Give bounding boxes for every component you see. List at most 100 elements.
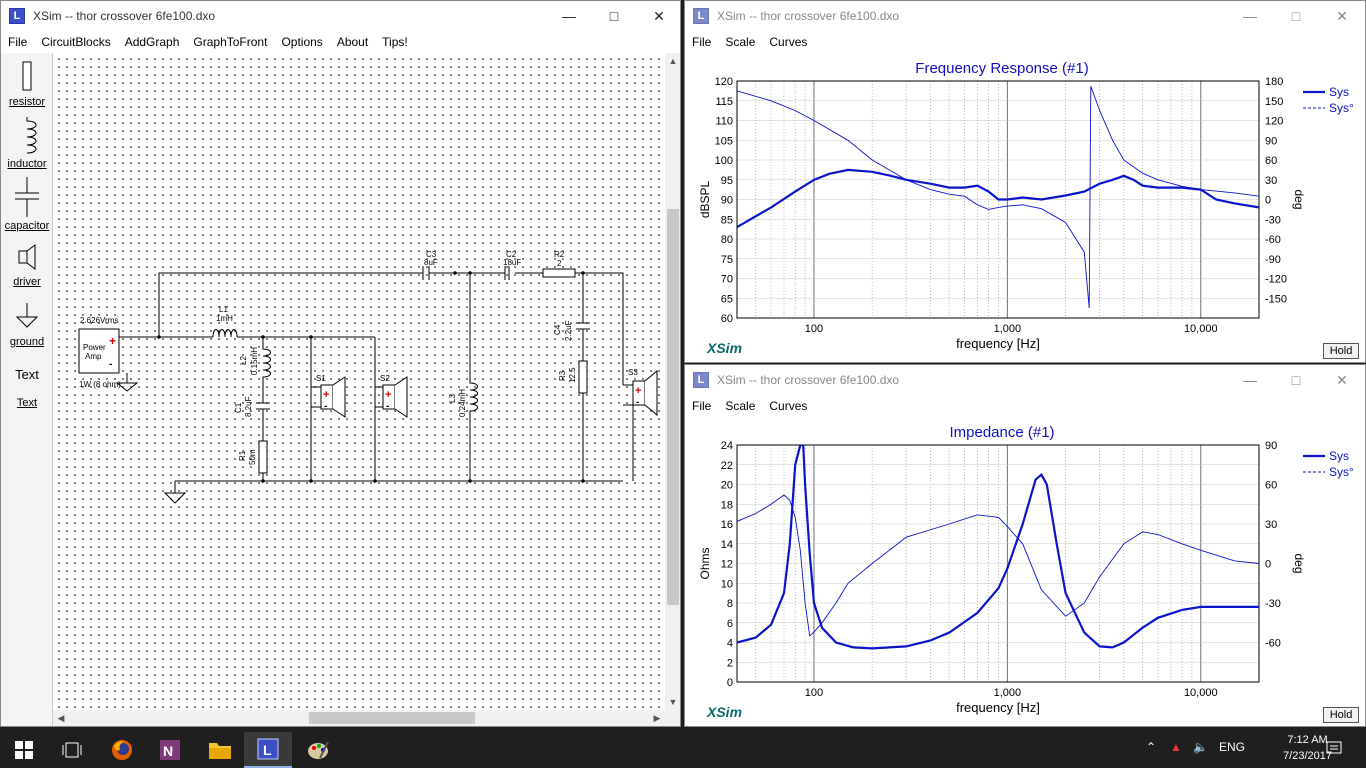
minimize-button[interactable]: — [1243, 372, 1257, 388]
maximize-button[interactable]: □ [1291, 8, 1301, 24]
y-tick-label: 14 [721, 539, 733, 551]
scroll-left-arrow[interactable]: ◀ [57, 713, 65, 723]
tool-driver[interactable]: driver [1, 243, 53, 288]
speaker-s1[interactable]: + - [320, 376, 346, 418]
imp-window-title: XSim -- thor crossover 6fe100.dxo [717, 373, 900, 387]
vertical-scroll-thumb[interactable] [667, 209, 679, 605]
notifications-icon[interactable] [1326, 740, 1342, 756]
show-hidden-icons[interactable]: ⌃ [1146, 740, 1157, 754]
firefox-button[interactable] [98, 732, 146, 768]
scroll-right-arrow[interactable]: ▶ [653, 713, 661, 723]
legend-label-phase: Sys° [1329, 465, 1354, 479]
y-tick-label: 20 [721, 480, 733, 492]
menu-tips[interactable]: Tips! [382, 35, 408, 49]
close-button[interactable]: ✕ [1336, 7, 1348, 24]
start-button[interactable] [0, 732, 48, 768]
svg-text:N: N [163, 743, 173, 759]
freq-titlebar[interactable]: L XSim -- thor crossover 6fe100.dxo — □ … [685, 1, 1365, 31]
scroll-up-arrow[interactable]: ▲ [668, 56, 678, 66]
speaker-s2[interactable]: + - [382, 376, 408, 418]
label-l3-val: 0.24mH [458, 389, 467, 417]
freq-window-title: XSim -- thor crossover 6fe100.dxo [717, 9, 900, 23]
y-tick-label: 100 [715, 155, 733, 167]
phase-curve [737, 86, 1259, 309]
imp-menu-scale[interactable]: Scale [725, 399, 756, 413]
canvas-vertical-scrollbar[interactable]: ▲ ▼ [665, 53, 680, 710]
maximize-button[interactable]: □ [1291, 372, 1301, 388]
svg-text:-: - [324, 401, 327, 412]
x-tick-label: 10,000 [1184, 687, 1218, 699]
y-axis-label: dBSPL [698, 180, 712, 218]
y-tick-label: 80 [721, 234, 733, 246]
imp-menu-file[interactable]: File [692, 399, 712, 413]
xsim-icon: L [257, 738, 279, 760]
tool-inductor[interactable]: inductor [1, 117, 53, 170]
horizontal-scroll-thumb[interactable] [309, 712, 475, 724]
freq-menu-curves[interactable]: Curves [769, 35, 808, 49]
menu-about[interactable]: About [336, 35, 369, 49]
label-r3-val: 12.5 [568, 367, 577, 383]
system-clock[interactable]: 7:12 AM 7/23/2017 [1283, 732, 1332, 764]
main-titlebar[interactable]: L XSim -- thor crossover 6fe100.dxo — □ … [1, 1, 680, 31]
y2-tick-label: 30 [1265, 519, 1277, 531]
ground-icon [15, 303, 39, 328]
scroll-down-arrow[interactable]: ▼ [668, 697, 678, 707]
y-tick-label: 105 [715, 135, 733, 147]
inductor-icon [26, 117, 37, 154]
language-indicator[interactable]: ENG [1219, 740, 1246, 754]
schematic-canvas[interactable]: + - 2.626Vrms Power Amp 1W (8 ohm) + - +… [53, 53, 665, 710]
freq-menu-file[interactable]: File [692, 35, 712, 49]
file-explorer-button[interactable] [196, 732, 244, 768]
impedance-window: L XSim -- thor crossover 6fe100.dxo — □ … [684, 364, 1366, 727]
paint-button[interactable] [294, 732, 342, 768]
svg-text:+: + [323, 389, 329, 401]
y-tick-label: 18 [721, 499, 733, 511]
tool-text[interactable]: Text [1, 397, 53, 409]
antivirus-icon[interactable]: ▲ [1170, 740, 1182, 754]
menu-options[interactable]: Options [281, 35, 323, 49]
tool-capacitor[interactable]: capacitor [1, 177, 53, 232]
menu-addgraph[interactable]: AddGraph [124, 35, 180, 49]
imp-titlebar[interactable]: L XSim -- thor crossover 6fe100.dxo — □ … [685, 365, 1365, 395]
imp-menu-curves[interactable]: Curves [769, 399, 808, 413]
tool-text-preview[interactable]: Text [15, 367, 39, 382]
freq-menu-scale[interactable]: Scale [725, 35, 756, 49]
y-tick-label: 65 [721, 293, 733, 305]
tool-text-label: Text [16, 397, 38, 409]
label-r3: R3 [558, 370, 567, 381]
power-amp-block[interactable]: + - [78, 328, 120, 374]
tool-resistor[interactable]: resistor [1, 61, 53, 108]
volume-icon[interactable]: 🔈 [1193, 740, 1208, 754]
y-tick-label: 22 [721, 460, 733, 472]
tool-ground-label: ground [9, 336, 45, 348]
x-tick-label: 1,000 [994, 687, 1022, 699]
label-r1-val: 50m [248, 449, 257, 465]
hold-button[interactable]: Hold [1323, 707, 1359, 723]
tool-ground[interactable]: ground [1, 303, 53, 348]
magnitude-curve [737, 168, 1259, 229]
y2-tick-label: -90 [1265, 254, 1281, 266]
minimize-button[interactable]: — [1243, 8, 1257, 24]
y2-tick-label: 60 [1265, 155, 1277, 167]
xsim-taskbar-button[interactable]: L [244, 732, 292, 768]
xsim-app-icon: L [693, 8, 709, 24]
menu-file[interactable]: File [8, 35, 28, 49]
menu-graphtofront[interactable]: GraphToFront [193, 35, 268, 49]
amp-label-2: Amp [85, 352, 102, 361]
speaker-s3[interactable]: + - [632, 369, 658, 417]
label-c1-val: 8.2uF [244, 396, 253, 417]
y2-tick-label: 120 [1265, 116, 1283, 128]
minimize-button[interactable]: — [562, 8, 576, 24]
close-button[interactable]: ✕ [653, 7, 665, 24]
canvas-horizontal-scrollbar[interactable]: ◀ ▶ [53, 710, 665, 726]
onenote-button[interactable]: N [146, 732, 194, 768]
task-view-button[interactable] [48, 732, 96, 768]
hold-button[interactable]: Hold [1323, 343, 1359, 359]
phase-curve [737, 494, 1259, 637]
menu-circuitblocks[interactable]: CircuitBlocks [41, 35, 111, 49]
y2-tick-label: 150 [1265, 96, 1283, 108]
close-button[interactable]: ✕ [1336, 371, 1348, 388]
maximize-button[interactable]: □ [609, 8, 619, 24]
